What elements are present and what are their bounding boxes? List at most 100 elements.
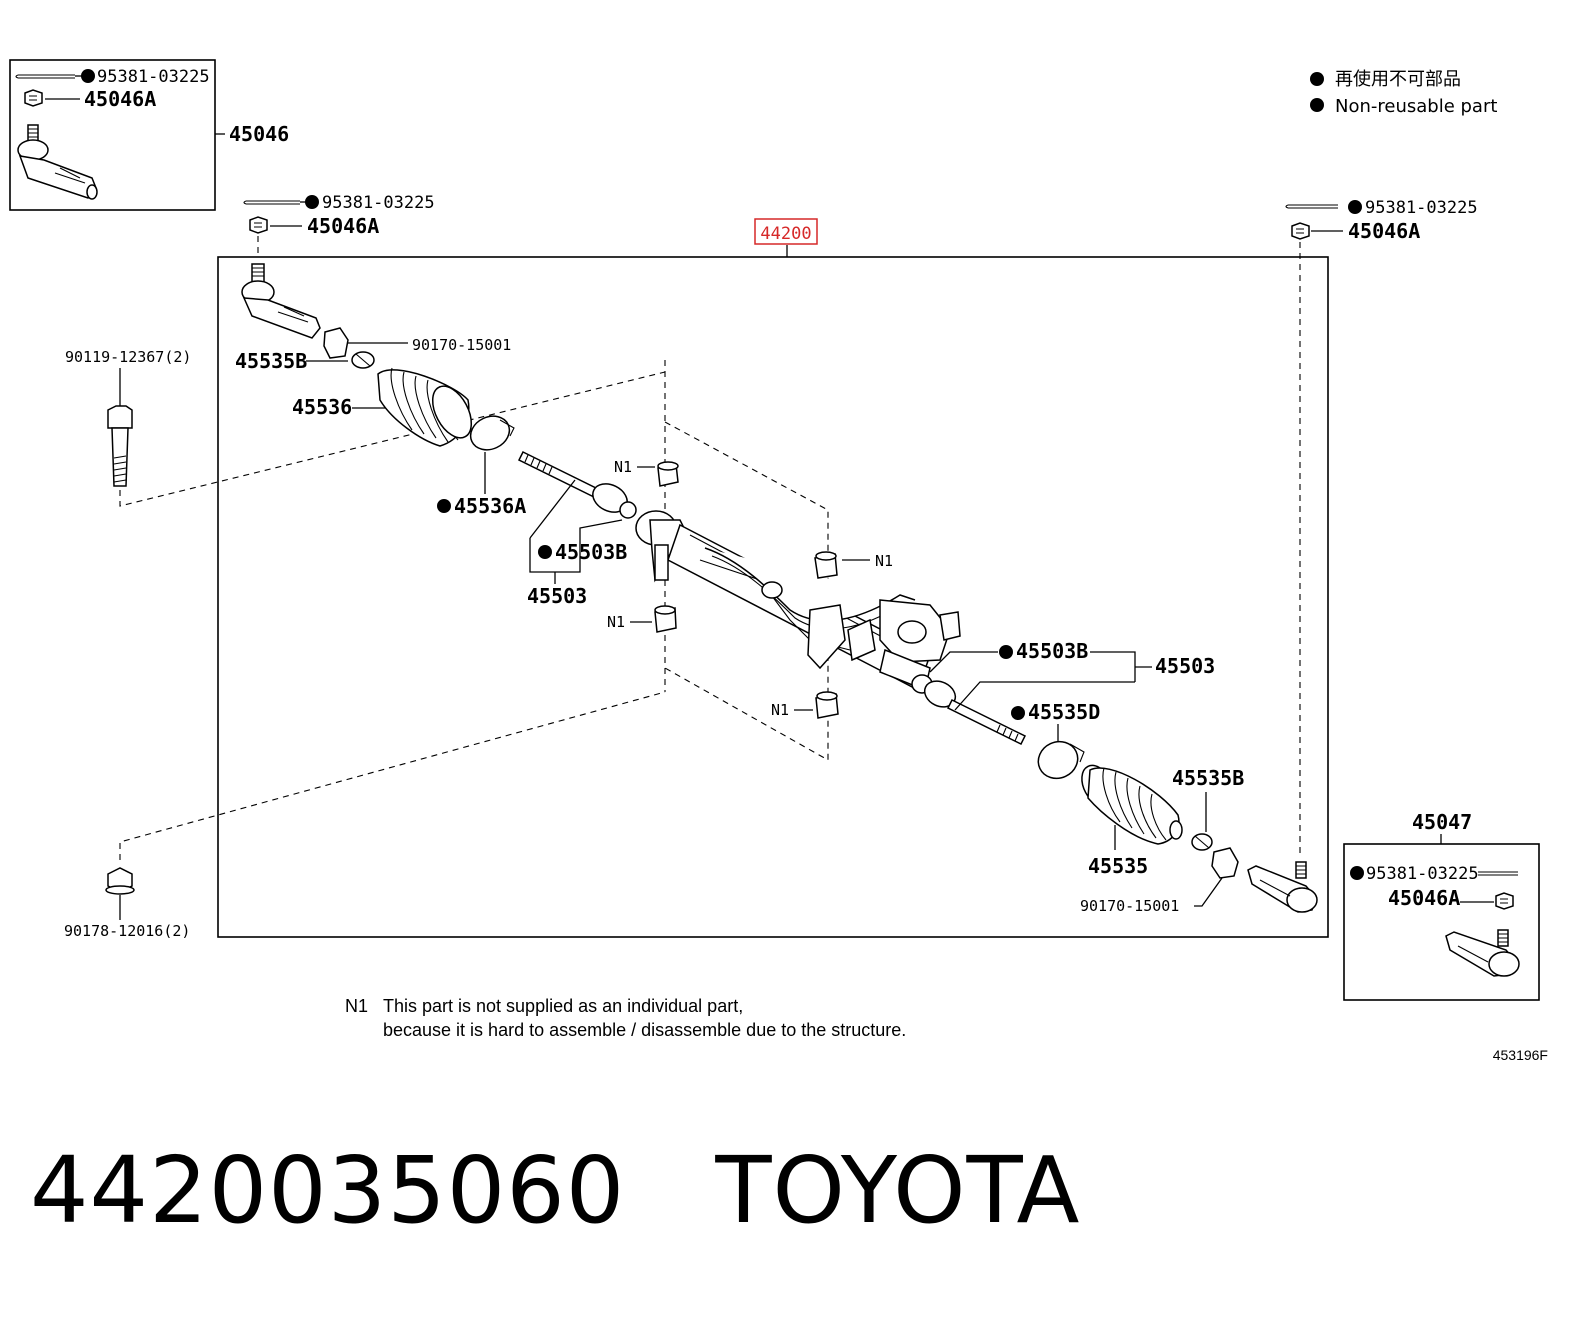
highlight-box xyxy=(754,218,818,245)
boot-lh: 45536 xyxy=(292,367,473,447)
n1-mount-3: N1 xyxy=(607,605,677,633)
nut-icon xyxy=(1291,222,1310,240)
bolt-group: 90119-12367(2) xyxy=(65,348,666,507)
rh-fasteners: 95381-03225 45046A xyxy=(1285,198,1478,858)
label-tie-rod-end-lh: 45046 xyxy=(229,122,289,146)
leader-line xyxy=(529,519,623,573)
main-assembly: 44200 xyxy=(217,218,1329,938)
tie-rod-end-icon xyxy=(1445,929,1520,977)
inset-frame xyxy=(1343,843,1540,1001)
label-bolt: 90119-12367(2) xyxy=(65,348,191,366)
inset-frame xyxy=(9,59,216,211)
flange-nut-icon xyxy=(105,867,135,895)
leader-line xyxy=(1090,651,1136,682)
clamp-d: 45535D xyxy=(1011,700,1100,780)
non-reusable-dot-icon xyxy=(81,69,95,83)
label-clip: 90170-15001 xyxy=(1080,897,1179,915)
leader-line xyxy=(529,479,576,539)
n1-mount-2: N1 xyxy=(814,551,893,579)
label-n1: N1 xyxy=(614,458,632,476)
non-reusable-dot-icon xyxy=(538,545,552,559)
label-clamp-b: 45535B xyxy=(1172,766,1244,790)
clamp-a: 45536A xyxy=(437,415,526,518)
non-reusable-dot-icon xyxy=(437,499,451,513)
cotter-pin-icon xyxy=(1478,871,1518,876)
n1-mount-4: N1 xyxy=(771,691,839,719)
cotter-pin-icon xyxy=(1285,204,1338,209)
label-clamp-b: 45535B xyxy=(235,349,307,373)
clip-lh: 90170-15001 xyxy=(323,327,511,359)
nut-icon xyxy=(24,89,43,107)
rack-end-rh xyxy=(911,674,1027,746)
label-n1: N1 xyxy=(771,701,789,719)
label-boot-lh: 45536 xyxy=(292,395,352,419)
label-nut: 45046A xyxy=(1388,886,1460,910)
note-line-2: because it is hard to assemble / disasse… xyxy=(383,1020,906,1040)
tie-rod-end-lh-inbox xyxy=(241,263,321,339)
leader-line xyxy=(954,681,1135,711)
non-reusable-dot-icon xyxy=(1350,866,1364,880)
label-n1: N1 xyxy=(875,552,893,570)
cotter-pin-icon xyxy=(15,74,75,79)
label-clamp-d: 45535D xyxy=(1028,700,1100,724)
cotter-pin-icon xyxy=(243,200,300,205)
lh-fasteners: 95381-03225 45046A xyxy=(243,193,435,258)
label-rack-end: 45503 xyxy=(527,584,587,608)
label-nut: 45046A xyxy=(1348,219,1420,243)
lower-nut-group: 90178-12016(2) xyxy=(64,691,666,940)
tie-rod-end-rh-inbox xyxy=(1247,861,1318,913)
bellows-boot-icon xyxy=(377,367,473,447)
non-reusable-dot-icon xyxy=(999,645,1013,659)
boot-rh: 45535 xyxy=(1081,764,1183,878)
label-rack-end-b: 45503B xyxy=(555,540,627,564)
non-reusable-dot-icon xyxy=(1310,72,1324,86)
label-main-part: 44200 xyxy=(760,224,811,244)
label-cotter-pin: 95381-03225 xyxy=(97,67,210,87)
dashed-guide xyxy=(119,691,666,860)
non-reusable-dot-icon xyxy=(1310,98,1324,112)
label-nut: 45046A xyxy=(84,87,156,111)
dashed-guide xyxy=(119,371,666,507)
rack-end-lh xyxy=(517,450,637,519)
bolt-icon xyxy=(107,405,133,487)
bellows-boot-icon xyxy=(1081,764,1183,845)
footer-part-number: 4420035060 xyxy=(30,1136,626,1244)
label-rack-end: 45503 xyxy=(1155,654,1215,678)
legend-jp: 再使用不可部品 xyxy=(1335,69,1461,90)
leader-line xyxy=(929,651,998,673)
inset-tie-rod-end-rh: 45047 95381-03225 45046A xyxy=(1343,810,1540,1001)
nut-icon xyxy=(1495,892,1514,910)
assembly-frame xyxy=(217,256,1329,938)
clamp-b-lh: 45535B xyxy=(235,349,375,373)
inset-tie-rod-end-lh: 95381-03225 45046A 45046 xyxy=(9,59,289,211)
clamp-b-rh: 45535B xyxy=(1172,766,1244,851)
label-clamp-a: 45536A xyxy=(454,494,526,518)
label-cotter-pin: 95381-03225 xyxy=(1365,198,1478,218)
label-nut: 45046A xyxy=(307,214,379,238)
label-tie-rod-end-rh: 45047 xyxy=(1412,810,1472,834)
footer: 4420035060 TOYOTA xyxy=(30,1130,1081,1250)
label-cotter-pin: 95381-03225 xyxy=(322,193,435,213)
legend: 再使用不可部品 Non-reusable part xyxy=(1310,69,1497,117)
diagram-code: 453196F xyxy=(1493,1047,1548,1063)
label-boot-rh: 45535 xyxy=(1088,854,1148,878)
non-reusable-dot-icon xyxy=(305,195,319,209)
label-clip: 90170-15001 xyxy=(412,336,511,354)
leader-line xyxy=(1194,877,1223,907)
clip-rh: 90170-15001 xyxy=(1080,847,1239,915)
note-marker: N1 xyxy=(345,996,368,1016)
label-rack-end-b: 45503B xyxy=(1016,639,1088,663)
non-reusable-dot-icon xyxy=(1348,200,1362,214)
tie-rod-end-icon xyxy=(17,124,98,200)
legend-en: Non-reusable part xyxy=(1335,96,1497,117)
non-reusable-dot-icon xyxy=(1011,706,1025,720)
steering-rack-housing xyxy=(635,510,961,692)
label-n1: N1 xyxy=(607,613,625,631)
label-bolt-lower: 90178-12016(2) xyxy=(64,922,190,940)
n1-mount-1: N1 xyxy=(614,458,679,487)
label-cotter-pin: 95381-03225 xyxy=(1366,864,1479,884)
nut-icon xyxy=(249,216,268,234)
note: N1 This part is not supplied as an indiv… xyxy=(345,996,906,1040)
footer-brand: TOYOTA xyxy=(715,1136,1081,1244)
